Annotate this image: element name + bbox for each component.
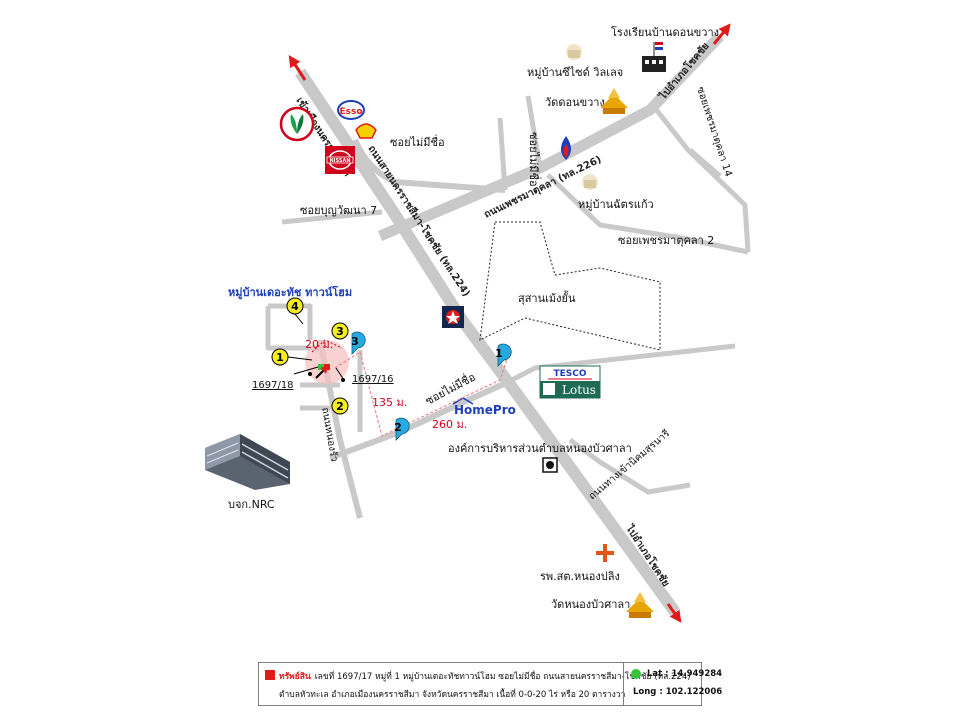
legend-long: Long : 102.122006 (633, 687, 723, 697)
route-path (334, 351, 509, 437)
arrow-to-city (288, 54, 307, 81)
kbank-icon (279, 106, 315, 142)
legend-line-1: ทรัพย์สินเลขที่ 1697/17 หมู่ที่ 1 หมู่บ้… (279, 669, 691, 683)
leader-line (335, 367, 345, 381)
label-nrc: บจก.NRC (228, 498, 275, 511)
yellow-marker-2: 2 (331, 397, 349, 415)
distance-135m: 135 ม. (372, 396, 407, 409)
esso-icon: Esso (337, 100, 365, 120)
homepro-text: HomePro (454, 403, 516, 417)
label-school: โรงเรียนบ้านดอนขวาง (611, 25, 719, 39)
label-soi-phet-2: ซอยเพชรมาตุคลา 2 (618, 234, 714, 247)
label-soi-no-name-vert: ซอยไม่มีชื่อ (527, 132, 542, 187)
blue-marker-1: 1 (495, 343, 512, 367)
road-village-b (268, 303, 313, 340)
plot-dot (341, 378, 345, 382)
legend-lat: Lat : 14.949284 (647, 669, 723, 679)
marker-number: 3 (336, 325, 344, 338)
yellow-marker-4: 4 (286, 297, 304, 325)
road-soi-east (506, 343, 736, 385)
school-icon (642, 42, 666, 72)
marker-number: 2 (394, 421, 402, 434)
label-cemetery: สุสานเม้งยั้น (518, 290, 576, 305)
label-seaside-village: หมู่บ้านซีไซด์ วิลเลจ (527, 66, 623, 79)
caltex-icon (442, 306, 464, 328)
label-the-dutch-village: หมู่บ้านเดอะทัช ทาวน์โฮม (228, 285, 352, 300)
tesco-lotus-icon: TESCO Lotus (539, 365, 601, 399)
marker-number: 4 (291, 300, 299, 313)
tao-icon (542, 457, 558, 473)
tesco-text: TESCO (553, 369, 586, 379)
temple-icon (626, 592, 654, 618)
road-soi-from-pond (525, 95, 543, 169)
road-highway-226 (377, 32, 724, 242)
blue-marker-3: 3 (351, 331, 366, 355)
road-soi-homepro (328, 379, 510, 461)
road-soi-phet-14 (653, 106, 751, 253)
label-highway-224: ถนนสายนครราชสีมา-โชคชัย (ทล.224) (365, 143, 473, 299)
arrow-to-chokchai-bottom (666, 603, 682, 623)
road-soi-no-name-top (352, 138, 506, 193)
arrow-to-chokchai-top (712, 23, 731, 45)
road-suranaree (568, 437, 691, 495)
legend-asset-label: ทรัพย์สิน (279, 672, 311, 682)
village-seaside-icon (566, 44, 582, 60)
yellow-marker-3: 3 (331, 322, 349, 340)
gps-dot-icon (631, 669, 641, 679)
distance-20m: 20 ม. (305, 338, 333, 351)
distance-260m: 260 ม. (432, 418, 467, 431)
legend-line-2: ตำบลหัวทะเล อำเภอเมืองนครราชสีมา จังหวัด… (279, 690, 626, 700)
ptt-icon (561, 136, 571, 160)
road-soi-no-name-vert (497, 117, 508, 191)
label-soi-bunwattana: ซอยบุญวัฒนา 7 (300, 204, 377, 217)
label-plot-left: 1697/18 (252, 380, 294, 391)
road-village-a (265, 306, 320, 351)
label-wat-donkwang: วัดดอนขวาง (545, 96, 605, 109)
property-marker (318, 364, 324, 370)
road-soi-phet-branch (688, 148, 722, 178)
shell-icon (355, 123, 377, 139)
arrow-to-property (315, 365, 329, 379)
label-plot-right: 1697/16 (352, 374, 394, 385)
temple-icon (600, 88, 628, 114)
label-wat-nongbua: วัดหนองบัวศาลา (551, 598, 630, 611)
road-soi-bunwattana (281, 209, 383, 225)
yellow-marker-1: 1 (271, 348, 313, 366)
label-soi-no-name-top: ซอยไม่มีชื่อ (390, 134, 445, 149)
nissan-text: NISSAN (329, 158, 350, 164)
marker-number: 2 (336, 400, 344, 413)
marker-number: 1 (495, 347, 503, 360)
nissan-icon: NISSAN (325, 146, 355, 174)
hospital-icon (596, 544, 614, 562)
village-chatkaew-icon (582, 174, 598, 190)
property-color-swatch (265, 670, 275, 680)
legend-address: เลขที่ 1697/17 หมู่ที่ 1 หมู่บ้านเดอะทัช… (314, 672, 691, 682)
road-soi-phet-2 (546, 173, 749, 255)
marker-number: 3 (351, 335, 359, 348)
plot-dot (308, 372, 312, 376)
label-hospital: รพ.สต.หนองปลิง (540, 570, 620, 583)
property-legend: ทรัพย์สินเลขที่ 1697/17 หมู่ที่ 1 หมู่บ้… (258, 662, 722, 706)
leader-line (293, 366, 319, 375)
blue-marker-2: 2 (394, 417, 410, 441)
label-tao: องค์การบริหารส่วนตำบลหนองบัวศาลา (448, 442, 632, 455)
esso-text: Esso (339, 107, 362, 117)
lotus-text: Lotus (562, 383, 596, 397)
label-chatkaew-village: หมู่บ้านฉัตรแก้ว (578, 198, 654, 211)
marker-number: 1 (276, 351, 284, 364)
nrc-building-icon (205, 434, 290, 490)
legend-divider (623, 663, 624, 705)
